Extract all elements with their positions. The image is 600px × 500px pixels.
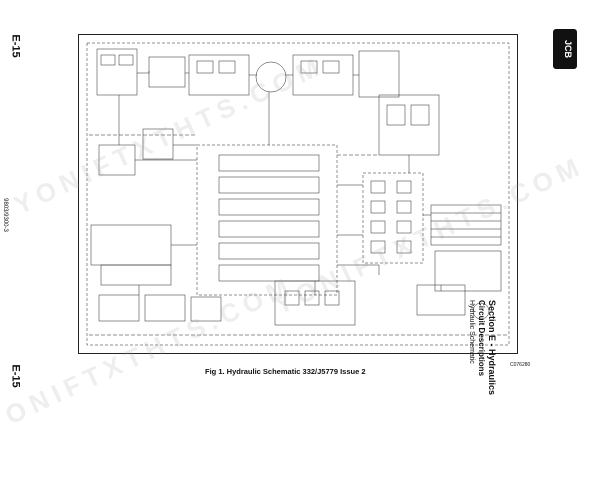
section-header: Section E - Hydraulics Circuit Descripti… — [457, 300, 497, 500]
section-subtitle: Circuit Descriptions — [477, 300, 486, 377]
jcb-logo-text: JCB — [563, 40, 573, 59]
schematic-drawing — [86, 42, 510, 346]
page-number-top: E-15 — [9, 34, 22, 58]
hydraulic-schematic-diagram — [78, 34, 518, 354]
section-topic: Hydraulic Schematic — [468, 300, 475, 364]
page-number-bottom: E-15 — [9, 364, 22, 388]
figure-caption: Fig 1. Hydraulic Schematic 332/J5779 Iss… — [205, 367, 366, 376]
figure-reference: C076280 — [510, 362, 531, 368]
section-title: Section E - Hydraulics — [487, 300, 497, 396]
jcb-logo: JCB — [553, 29, 577, 69]
document-number: 9803/9300-3 — [1, 198, 8, 232]
